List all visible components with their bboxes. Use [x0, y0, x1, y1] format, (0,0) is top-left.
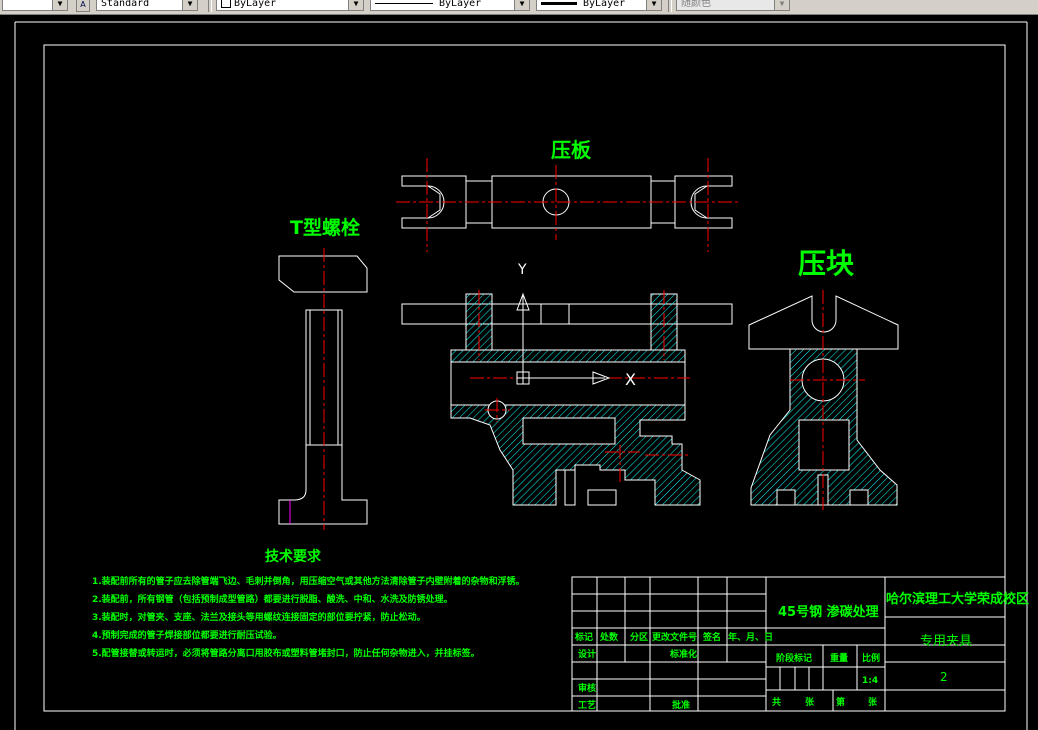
header-mark: 标记 [574, 631, 593, 643]
part-name-label: 专用夹具 [920, 634, 972, 649]
header-count: 处数 [599, 631, 619, 643]
sheets-total-label: 共 [772, 696, 781, 708]
tech-requirement-item: 3.装配时，对管夹、支座、法兰及接头等用螺纹连接固定的部位要拧紧，防止松动。 [92, 611, 426, 623]
tech-requirements-heading: 技术要求 [265, 548, 322, 565]
linetype-value: ByLayer [439, 0, 482, 9]
lineweight-select[interactable]: ByLayer ▼ [536, 0, 662, 11]
ucs-y-label: Y [517, 262, 527, 278]
clamp-plate-side-view[interactable] [401, 303, 733, 325]
text-style-value: Standard [101, 0, 150, 9]
text-style-select[interactable]: Standard ▼ [96, 0, 198, 11]
chevron-down-icon: ▼ [52, 0, 67, 10]
chevron-down-icon: ▼ [774, 0, 789, 10]
sheets-word-label: 张 [805, 696, 815, 708]
properties-toolbar: ▼ A Standard ▼ ByLayer ▼ ByLayer ▼ ByLay… [0, 0, 1038, 15]
header-signature: 签名 [702, 631, 721, 643]
drawing-canvas[interactable]: Y X 压板 T型螺栓 压块 技术要求 1.装配前所有的管子应去除管端飞边、毛刺… [0, 15, 1038, 730]
layer-color-select[interactable]: ByLayer ▼ [216, 0, 364, 11]
process-label: 工艺 [578, 699, 596, 711]
press-block-centerlines [790, 290, 865, 510]
weight-label: 重量 [830, 652, 848, 664]
t-bolt-view[interactable] [278, 255, 368, 525]
color-swatch-icon [221, 0, 231, 8]
clamp-plate-title: 压板 [551, 138, 592, 162]
chevron-down-icon: ▼ [646, 0, 661, 10]
title-block [571, 576, 1006, 712]
t-bolt-title: T型螺栓 [290, 216, 360, 239]
header-date: 年、月、日 [728, 631, 773, 643]
toolbar-separator [668, 0, 672, 12]
sheet-no-label: 第 [836, 696, 845, 708]
title-block-text: 45号钢 渗碳处理 哈尔滨理工大学荣成校区 专用夹具 2 标记 处数 分区 更改… [574, 591, 1029, 711]
tech-requirement-item: 1.装配前所有的管子应去除管端飞边、毛刺并倒角，用压缩空气或其他方法清除管子内壁… [92, 575, 525, 587]
design-label: 设计 [578, 648, 596, 660]
plot-style-select[interactable]: 随颜色 ▼ [676, 0, 790, 11]
ratio-label: 比例 [862, 652, 880, 664]
header-zone: 分区 [630, 631, 648, 643]
tech-requirements-list: 1.装配前所有的管子应去除管端飞边、毛刺并倒角，用压缩空气或其他方法清除管子内壁… [92, 575, 525, 659]
scale-value: 1:4 [862, 676, 878, 686]
ucs-x-label: X [625, 370, 636, 389]
text-style-icon[interactable]: A [76, 0, 90, 12]
tech-requirement-item: 2.装配前，所有钢管（包括预制成型管路）都要进行脱脂、酸洗、中和、水洗及防锈处理… [92, 593, 453, 605]
chevron-down-icon: ▼ [182, 0, 197, 10]
tech-requirement-item: 5.配管接替或转运时，必须将管路分离口用胶布或塑料管堵封口，防止任何杂物进入，并… [92, 647, 480, 659]
press-block-title: 压块 [798, 247, 854, 280]
approve-label: 批准 [672, 699, 690, 711]
dropdown-left-stub[interactable]: ▼ [2, 0, 68, 11]
drawing-frame [43, 44, 1006, 712]
sheet-word-label: 张 [868, 696, 878, 708]
layer-color-value: ByLayer [234, 0, 277, 9]
lineweight-sample-icon [541, 1, 577, 5]
linetype-select[interactable]: ByLayer ▼ [370, 0, 530, 11]
clamp-plate-centerlines [396, 158, 740, 252]
lineweight-value: ByLayer [583, 0, 626, 9]
toolbar-separator [208, 0, 212, 12]
chevron-down-icon: ▼ [348, 0, 363, 10]
drawing-number: 2 [940, 670, 948, 684]
standardization-label: 标准化 [669, 648, 697, 660]
school-label: 哈尔滨理工大学荣成校区 [886, 591, 1029, 607]
header-change-doc: 更改文件号 [652, 631, 697, 643]
chevron-down-icon: ▼ [514, 0, 529, 10]
plot-style-value: 随颜色 [681, 0, 711, 9]
stage-mark-label: 阶段标记 [776, 652, 812, 664]
material-label: 45号钢 渗碳处理 [778, 604, 879, 620]
fixture-body[interactable] [450, 293, 701, 506]
tech-requirement-item: 4.预制完成的管子焊接部位都要进行耐压试验。 [92, 629, 282, 641]
review-label: 审核 [578, 682, 596, 694]
ucs-icon [516, 292, 611, 385]
linetype-sample-icon [375, 2, 433, 4]
